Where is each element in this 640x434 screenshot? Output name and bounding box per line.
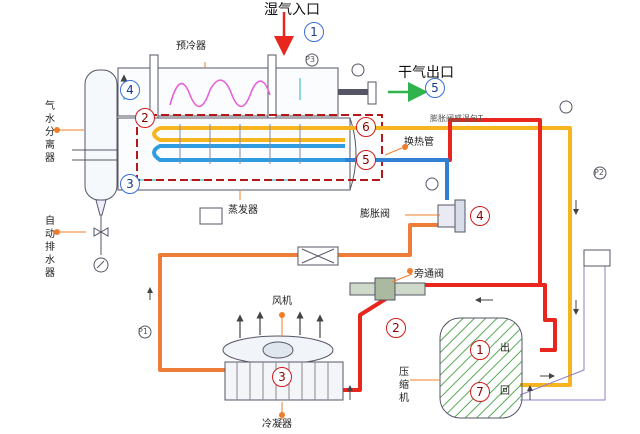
gas-water-separator-vessel xyxy=(72,69,130,273)
precooler-shell xyxy=(117,54,377,122)
heat-exchange-tube-label: 换热管 xyxy=(404,137,434,148)
expansion-bulb-label: 膨胀阀感温包T xyxy=(430,114,483,123)
pressure-gauges xyxy=(138,53,607,339)
precooler-label: 预冷器 xyxy=(176,41,206,52)
condenser-fan xyxy=(222,311,334,365)
marker-blue-3: 3 xyxy=(120,174,140,194)
separator-label-dot xyxy=(54,127,60,133)
dry-gas-outlet-label: 干气出口 xyxy=(398,65,454,81)
drain-label-dot xyxy=(54,229,60,235)
bypass-valve-label: 旁通阀 xyxy=(414,269,444,280)
compressor-label: 压缩机 xyxy=(399,367,409,404)
compressor-in-label: 回 xyxy=(500,386,510,397)
marker-red-3: 3 xyxy=(272,367,292,387)
tube-label-dot xyxy=(402,144,408,150)
condenser-label: 冷凝器 xyxy=(262,419,292,430)
p2-label: P2 xyxy=(594,168,604,177)
compressor-out-label: 出 xyxy=(500,343,510,354)
fan-label-dot xyxy=(279,312,285,318)
marker-red-6: 6 xyxy=(356,117,376,137)
marker-red-1: 1 xyxy=(470,340,490,360)
pressure-switches xyxy=(199,207,611,267)
condenser-label-dot xyxy=(279,412,285,418)
flow-direction-arrows xyxy=(147,200,579,400)
expansion-valve-body xyxy=(437,199,466,233)
evaporator-highlight-box xyxy=(136,114,383,181)
marker-red-4: 4 xyxy=(470,206,490,226)
expansion-valve-label: 膨胀阀 xyxy=(360,209,390,220)
marker-blue-1: 1 xyxy=(304,22,324,42)
marker-red-2-bypass: 2 xyxy=(386,318,406,338)
fan-label: 风机 xyxy=(272,296,292,307)
precooler-flow-path xyxy=(169,79,271,108)
compressor-body xyxy=(439,317,523,419)
wet-gas-inlet-label: 湿气入口 xyxy=(264,2,320,18)
marker-blue-5: 5 xyxy=(425,78,445,98)
refrigerant-piping xyxy=(158,118,606,401)
p1-label: P1 xyxy=(138,327,148,336)
marker-red-5: 5 xyxy=(356,150,376,170)
gas-water-separator-label: 气水分离器 xyxy=(45,101,55,164)
auto-drain-label: 自动排水器 xyxy=(45,216,55,279)
marker-red-2-evaporator: 2 xyxy=(135,108,155,128)
bypass-label-dot xyxy=(407,268,413,274)
heat-exchange-coils xyxy=(152,124,345,164)
p3-label: P3 xyxy=(305,55,315,64)
bypass-valve-body xyxy=(349,277,426,301)
marker-red-7: 7 xyxy=(470,382,490,402)
evaporator-label: 蒸发器 xyxy=(228,205,258,216)
marker-blue-4: 4 xyxy=(120,80,140,100)
filter-dryer xyxy=(297,246,339,266)
